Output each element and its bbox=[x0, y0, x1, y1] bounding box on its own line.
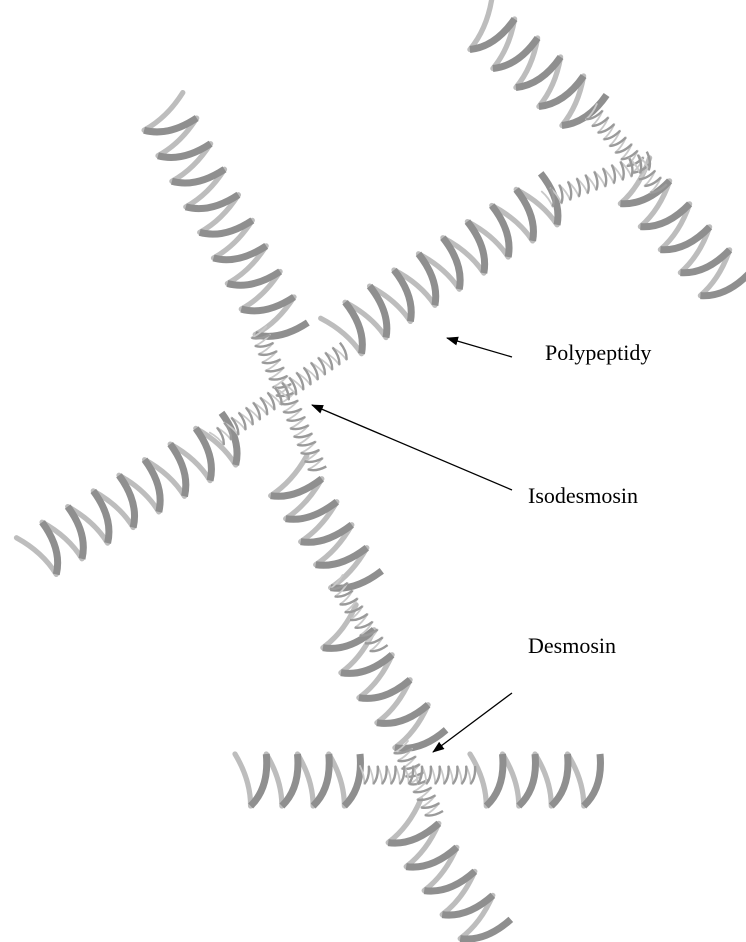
helix-lower-left bbox=[17, 413, 238, 575]
helix-bottom-tail-back-strand bbox=[388, 799, 493, 938]
polypeptidy-arrow bbox=[447, 338, 512, 357]
desmosin-label: Desmosin bbox=[528, 633, 616, 658]
helix-top-right-upper-front-strand bbox=[470, 19, 607, 126]
crosslink-spring-top-right-vertical bbox=[586, 104, 667, 193]
helix-top-right-upper-back-strand bbox=[470, 0, 584, 126]
helix-lower-diagonal-back-strand bbox=[323, 605, 428, 748]
polypeptide-helices bbox=[17, 0, 746, 939]
helix-bottom-right-horizontal bbox=[470, 754, 600, 806]
helix-lower-diagonal bbox=[323, 605, 446, 749]
helix-upper-center-back-strand bbox=[321, 189, 557, 353]
helix-middle-diagonal bbox=[271, 456, 382, 589]
helix-bottom-tail bbox=[388, 799, 511, 939]
desmosin-arrow bbox=[433, 693, 512, 752]
helix-upper-center bbox=[321, 173, 558, 353]
helix-upper-left bbox=[144, 93, 308, 337]
crosslink-springs bbox=[210, 104, 667, 815]
helix-bottom-left-horizontal bbox=[235, 754, 360, 806]
crosslink-spring-top-right-horizontal bbox=[542, 152, 650, 207]
helix-top-right-lower-back-strand bbox=[620, 158, 729, 296]
helix-top-right-lower-front-strand bbox=[620, 181, 746, 296]
helix-lower-left-back-strand bbox=[17, 428, 236, 574]
isodesmosin-arrow bbox=[312, 405, 512, 490]
helix-middle-diagonal-front-strand bbox=[271, 479, 382, 589]
isodesmosin-label: Isodesmosin bbox=[528, 483, 638, 508]
isodesmosin-spring-horizontal-front-strand bbox=[217, 343, 346, 445]
helix-top-right-upper bbox=[470, 0, 607, 126]
helix-bottom-tail-front-strand bbox=[388, 823, 511, 939]
polypeptidy-label: Polypeptidy bbox=[545, 340, 651, 365]
